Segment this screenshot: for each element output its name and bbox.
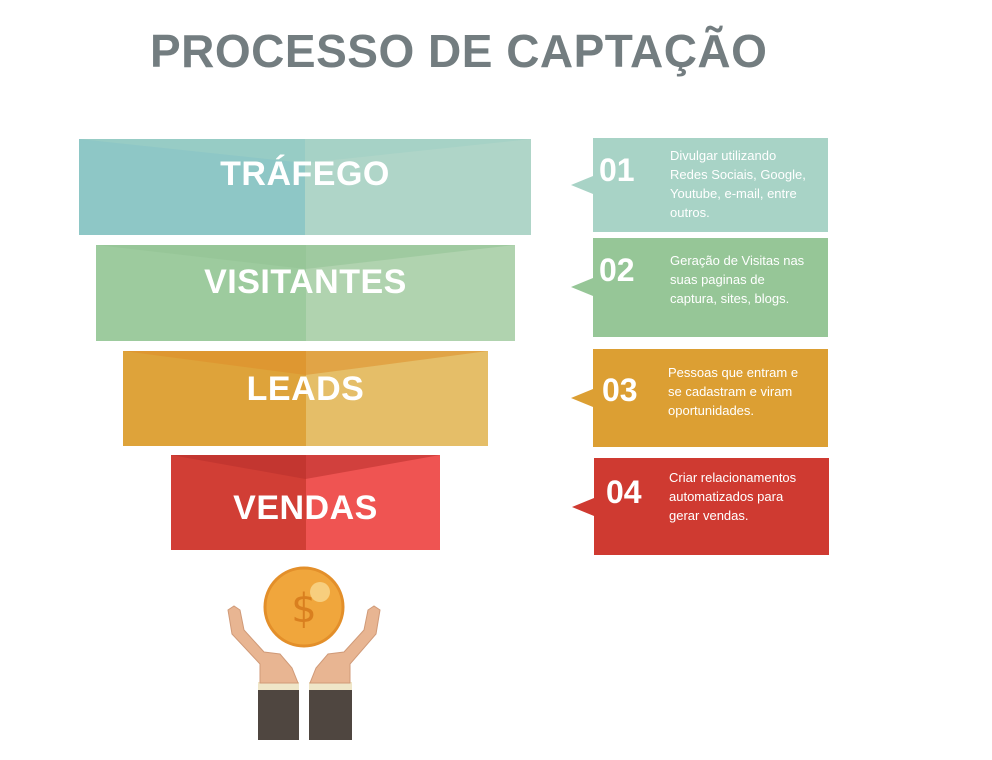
funnel-label: LEADS — [246, 370, 365, 408]
step-line: Divulgar utilizando — [670, 148, 777, 163]
step-line: suas paginas de — [670, 272, 765, 287]
step-line: automatizados para — [669, 489, 784, 504]
right-sleeve — [309, 688, 352, 740]
funnel-band-vendas: VENDAS — [171, 455, 440, 550]
band-chevron — [96, 245, 515, 269]
step-line: captura, sites, blogs. — [670, 291, 790, 306]
step-description: Criar relacionamentos automatizados para… — [669, 468, 796, 525]
funnel-band-leads: LEADS — [123, 351, 488, 446]
funnel-label: TRÁFEGO — [220, 155, 390, 193]
step-number: 01 — [599, 152, 635, 188]
coin-highlight — [310, 582, 330, 602]
step-line: Geração de Visitas nas — [670, 253, 805, 268]
step-box-04: 04 Criar relacionamentos automatizados p… — [572, 458, 829, 555]
step-pointer — [571, 389, 593, 407]
funnel-band-visitantes: VISITANTES — [96, 245, 515, 341]
step-number: 02 — [599, 252, 635, 288]
funnel-label: VENDAS — [233, 489, 378, 527]
right-cuff — [309, 682, 352, 690]
hands-holding-coin-icon: $ — [227, 566, 381, 740]
step-pointer — [571, 278, 593, 296]
band-chevron — [171, 455, 440, 479]
step-box-02: 02 Geração de Visitas nas suas paginas d… — [571, 238, 828, 337]
step-description: Divulgar utilizando Redes Sociais, Googl… — [670, 146, 806, 222]
step-number: 03 — [602, 372, 638, 408]
step-line: outros. — [670, 205, 710, 220]
left-hand — [227, 605, 299, 684]
step-pointer — [571, 176, 593, 194]
step-pointer — [572, 498, 594, 516]
left-sleeve — [258, 688, 299, 740]
step-description: Geração de Visitas nas suas paginas de c… — [670, 251, 804, 308]
step-line: gerar vendas. — [669, 508, 749, 523]
band-chevron — [123, 351, 488, 375]
right-hand — [309, 605, 381, 684]
step-box-01: 01 Divulgar utilizando Redes Sociais, Go… — [571, 138, 828, 232]
step-line: se cadastram e viram — [668, 384, 793, 399]
step-line: oportunidades. — [668, 403, 755, 418]
coin-symbol: $ — [291, 586, 316, 632]
step-line: Youtube, e-mail, entre — [670, 186, 797, 201]
step-line: Redes Sociais, Google, — [670, 167, 806, 182]
step-line: Criar relacionamentos — [669, 470, 797, 485]
page-title: PROCESSO DE CAPTAÇÃO — [150, 25, 768, 77]
band-chevron — [79, 139, 531, 163]
step-box-03: 03 Pessoas que entram e se cadastram e v… — [571, 349, 828, 447]
funnel-label: VISITANTES — [204, 263, 407, 301]
step-line: Pessoas que entram e — [668, 365, 799, 380]
left-cuff — [258, 682, 299, 690]
funnel-band-trafego: TRÁFEGO — [79, 139, 531, 235]
step-number: 04 — [606, 474, 642, 510]
step-description: Pessoas que entram e se cadastram e vira… — [668, 363, 798, 420]
